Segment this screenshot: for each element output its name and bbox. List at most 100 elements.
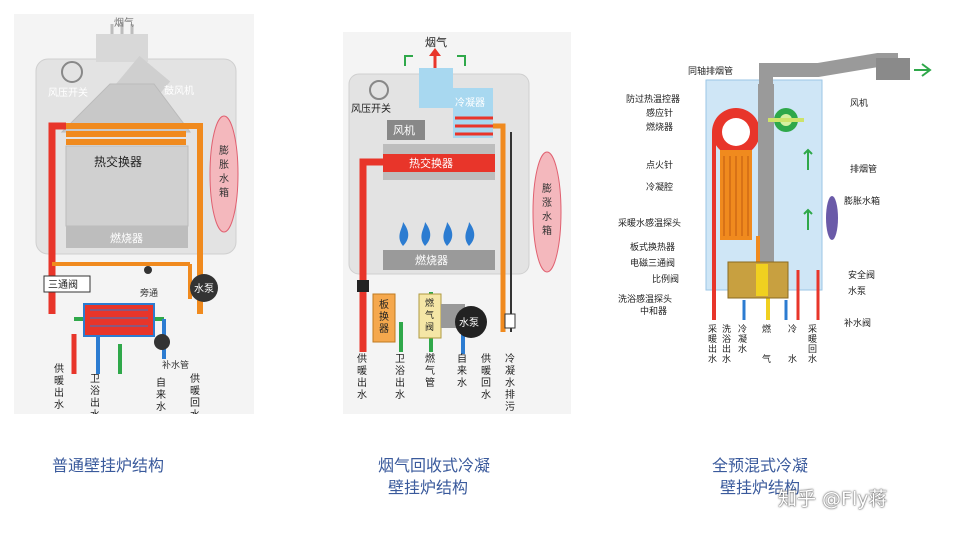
d3-bottom-1c: 出 [708, 343, 717, 355]
makeup-valve-icon [154, 334, 170, 350]
pump-label: 水泵 [848, 285, 866, 297]
d3-bottom-8d: 水 [808, 353, 817, 365]
fan-pressure-switch-icon [369, 80, 389, 100]
caption-premix-line2: 壁挂炉结构 [720, 478, 801, 497]
d3-bottom-8b: 暖 [808, 333, 817, 345]
d1-bottom-2d: 水 [90, 409, 100, 414]
d2-bottom-4a: 自 [457, 352, 467, 365]
plate-heat-exchanger [372, 293, 396, 343]
d3-bottom-3a: 冷 [738, 323, 747, 335]
d1-bottom-4b: 暖 [190, 384, 200, 397]
d3-bottom-3b: 凝 [738, 334, 747, 345]
pump-icon [455, 306, 487, 338]
coax-pipe-label: 同轴排烟管 [688, 65, 733, 77]
d2-bottom-6b: 凝 [505, 365, 515, 377]
d3-bottom-2b: 浴 [722, 334, 731, 345]
makeup-label: 补水管 [162, 359, 189, 371]
three-way-label: 三通阀 [48, 278, 78, 291]
pump-icon [190, 274, 218, 302]
expansion-tank-char-3: 水 [219, 173, 229, 185]
d3-bottom-3c: 水 [738, 343, 747, 355]
d2-bottom-1a: 供 [357, 352, 367, 365]
gas-valve-char-1: 燃 [425, 297, 434, 309]
d1-bottom-3a: 自 [156, 376, 166, 389]
d3-bottom-2c: 出 [722, 343, 731, 355]
d2-bottom-2d: 水 [395, 389, 405, 401]
d1-bottom-4d: 水 [190, 409, 200, 414]
d2-bottom-3b: 气 [425, 364, 435, 377]
diagram-flue-recovery-boiler: 烟气 冷凝器 风压开关 风机 热交换器 燃烧器 膨 涨 水 箱 板 换 [343, 32, 571, 414]
d2-bottom-3a: 燃 [425, 352, 435, 365]
flue-label: 排烟管 [850, 163, 877, 175]
expansion-tank-char-3: 水 [542, 211, 552, 223]
d2-bottom-2b: 浴 [395, 365, 405, 377]
d2-bottom-3c: 管 [425, 376, 435, 389]
d1-bottom-1d: 水 [54, 399, 64, 411]
d2-bottom-5a: 供 [481, 352, 491, 365]
expansion-tank-char-1: 膨 [542, 182, 552, 195]
fan-pressure-label: 风压开关 [351, 102, 391, 115]
d1-bottom-1b: 暖 [54, 374, 64, 387]
caption-conventional: 普通壁挂炉结构 [52, 456, 165, 475]
d1-bottom-4c: 回 [190, 397, 200, 409]
heat-exchanger [383, 154, 495, 172]
condenser-flue [419, 68, 453, 108]
d3-bottom-2a: 洗 [722, 323, 731, 335]
d2-bottom-5d: 水 [481, 389, 491, 401]
expansion-tank-char-4: 箱 [542, 224, 552, 237]
d2-bottom-1d: 水 [357, 389, 367, 401]
d2-bottom-4c: 水 [457, 377, 467, 389]
d3-bottom-6: 冷 [788, 323, 797, 335]
d3-left-9: 比例阀 [652, 273, 679, 285]
d3-left-10: 洗浴感温探头 [618, 293, 672, 305]
airflow-arrows [803, 63, 932, 230]
heat-exchanger-coil [66, 123, 186, 145]
expansion-tank [532, 151, 562, 273]
d3-bottom-7: 水 [788, 353, 797, 365]
d3-left-7: 板式换热器 [630, 241, 675, 253]
smoke-label: 烟气 [425, 35, 447, 49]
expansion-tank-char-2: 胀 [219, 159, 229, 171]
d2-bottom-5b: 暖 [481, 364, 491, 377]
d3-left-6: 采暖水感温探头 [618, 217, 681, 229]
d3-left-2: 感应针 [646, 107, 673, 119]
d2-bottom-6a: 冷 [505, 352, 515, 365]
d3-bottom-8a: 采 [808, 324, 817, 335]
watermark: 知乎 @Fly蒋 [778, 488, 888, 510]
condenser-label: 冷凝器 [455, 96, 485, 109]
caption-flue-recovery-line2: 壁挂炉结构 [388, 478, 469, 497]
fan-pressure-switch-icon [61, 61, 83, 83]
d3-bottom-4: 燃 [762, 323, 771, 335]
heat-exchanger-label: 热交换器 [409, 156, 453, 170]
expansion-tank [826, 196, 838, 240]
d3-bottom-1d: 水 [708, 353, 717, 365]
d3-bottom-5: 气 [762, 353, 771, 365]
return-pipe [493, 123, 506, 332]
three-way-valve [43, 275, 91, 293]
d1-bottom-2a: 卫 [90, 374, 100, 385]
d3-bottom-2d: 水 [722, 353, 731, 365]
d2-bottom-6d: 排 [505, 388, 515, 401]
d1-bottom-2c: 出 [90, 396, 100, 409]
fan-box [387, 120, 425, 140]
d2-bottom-2a: 卫 [395, 354, 405, 365]
d2-bottom-1c: 出 [357, 376, 367, 389]
d2-bottom-2c: 出 [395, 376, 405, 389]
d2-bottom-1b: 暖 [357, 364, 367, 377]
d1-bottom-3b: 来 [156, 389, 166, 401]
heat-exchanger-label: 热交换器 [94, 154, 142, 169]
diagram-conventional-boiler: 烟气 风压开关 鼓风机 热交换器 燃烧器 膨 胀 水 箱 三通阀 旁通 水泵 补… [14, 14, 254, 414]
d1-bottom-1c: 出 [54, 386, 64, 399]
fan-pressure-label: 风压开关 [48, 86, 88, 99]
smoke-label: 烟气 [114, 16, 134, 29]
d3-left-4: 点火针 [646, 159, 673, 171]
d3-left-1: 防过热温控器 [626, 93, 680, 105]
caption-premix-line1: 全预混式冷凝 [712, 456, 809, 475]
d3-left-8: 电磁三通阀 [630, 257, 675, 269]
d1-bottom-4a: 供 [190, 372, 200, 385]
d3-left-5: 冷凝腔 [646, 181, 673, 193]
burner-label: 燃烧器 [415, 253, 448, 267]
d1-bottom-3c: 水 [156, 401, 166, 413]
d3-left-11: 中和器 [640, 305, 667, 317]
plate-hx-char-3: 器 [379, 323, 389, 335]
